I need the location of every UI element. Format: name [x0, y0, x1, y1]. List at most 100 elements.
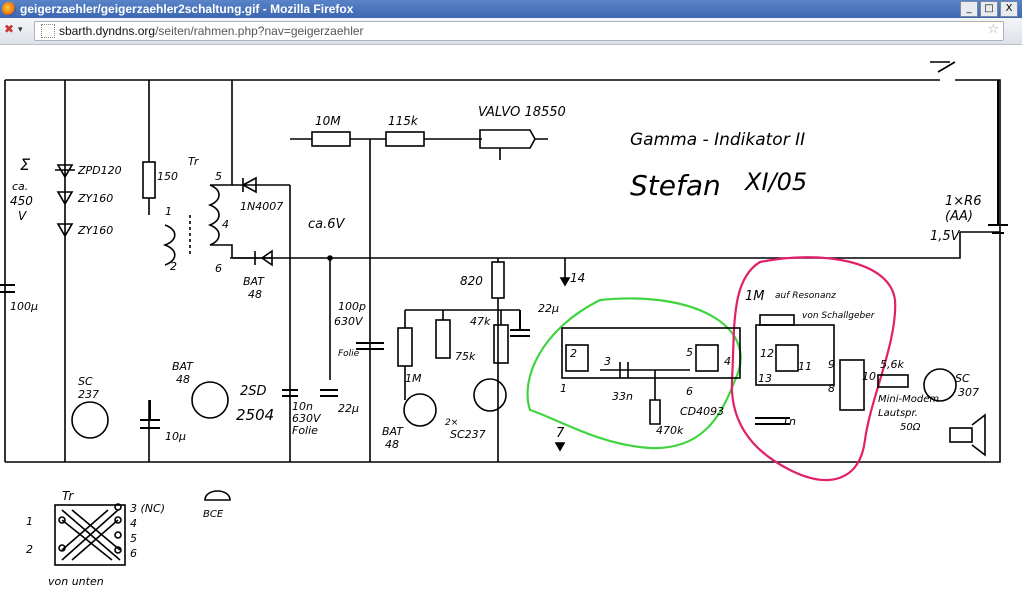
diode-bat48-top-n: 48	[248, 288, 262, 301]
resonance-note-2: von Schallgeber	[802, 311, 876, 321]
page-content: Gamma - Indikator II Stefan XI/05 1×R6 (…	[0, 45, 1022, 606]
res-1m-trim: 1M	[745, 289, 765, 304]
pinout-6: 6	[130, 547, 137, 560]
address-bar[interactable]: sbarth.dyndns.org/seiten/rahmen.php?nav=…	[34, 21, 1004, 41]
pinout-caption: von unten	[48, 575, 104, 588]
res-10m: 10M	[315, 114, 341, 128]
url-path: /seiten/rahmen.php?nav=geigerzaehler	[155, 24, 364, 38]
transformer-label: Tr	[188, 155, 200, 168]
res-820: 820	[460, 274, 483, 288]
window-controls: _ □ X	[960, 1, 1018, 17]
window-title: geigerzaehler/geigerzaehler2schaltung.gi…	[20, 2, 354, 16]
firefox-icon	[2, 2, 16, 16]
cap-100p-type: Folie	[338, 349, 360, 359]
cap-33n: 33n	[612, 390, 633, 403]
tr-pin4: 4	[222, 218, 229, 231]
ic-pin1: 1	[560, 382, 567, 395]
battery-type: (AA)	[945, 209, 973, 224]
tube-label: VALVO 18550	[478, 105, 566, 120]
cap-10n-v: 630V	[292, 412, 322, 425]
cap-22u-a: 22µ	[538, 302, 559, 315]
navigation-bar: ✖ ▾ sbarth.dyndns.org/seiten/rahmen.php?…	[0, 18, 1022, 45]
cap-22u-b: 22µ	[338, 402, 359, 415]
res-5k6: 5,6k	[880, 358, 904, 371]
schematic-title: Gamma - Indikator II	[630, 130, 805, 150]
res-47k: 47k	[470, 315, 491, 328]
speaker-l3: 50Ω	[900, 422, 921, 433]
voltage-node: ca.6V	[308, 217, 346, 232]
diode-bat48-low-n: 48	[385, 438, 399, 451]
ic-pin10: 10	[862, 370, 876, 383]
tr-pin1: 1	[165, 205, 172, 218]
ic-pin9: 9	[828, 358, 835, 371]
pinout-3: 3 (NC)	[130, 502, 165, 515]
zener-d2: ZY160	[77, 192, 113, 205]
title-bar[interactable]: geigerzaehler/geigerzaehler2schaltung.gi…	[0, 0, 1022, 18]
ic-pin11: 11	[798, 360, 812, 373]
tr-pin5: 5	[215, 170, 222, 183]
resonance-note-1: auf Resonanz	[775, 291, 836, 301]
bookmark-star-icon[interactable]: ☆	[987, 22, 999, 37]
ic-pin7: 7	[556, 426, 565, 441]
pinout-tr: Tr	[62, 489, 74, 503]
zener-d3: ZY160	[77, 224, 113, 237]
schematic-date: XI/05	[743, 168, 807, 196]
cap-100u: 100µ	[10, 300, 38, 313]
ic-pin8: 8	[828, 382, 835, 395]
site-identity-icon[interactable]	[41, 24, 55, 38]
speaker-l2: Lautspr.	[878, 408, 918, 419]
cap-100p-v: 630V	[334, 315, 364, 328]
zener-ca: ca.	[12, 180, 28, 193]
tr-pin6: 6	[215, 262, 222, 275]
minimize-button[interactable]: _	[960, 1, 978, 17]
res-1m: 1M	[405, 372, 422, 385]
res-150: 150	[157, 170, 178, 183]
trans-sc307-n: 307	[958, 386, 979, 399]
ic-pin2: 2	[570, 347, 577, 360]
close-button[interactable]: X	[1000, 1, 1018, 17]
signature: Stefan	[630, 169, 721, 202]
tr-pin2: 2	[170, 260, 177, 273]
ic-pin6: 6	[686, 385, 693, 398]
diode-bat48-low: BAT	[382, 425, 404, 438]
ic-pin14: 14	[570, 271, 585, 285]
trans-2sd-n: 2504	[236, 406, 274, 424]
circuit-schematic-image: Gamma - Indikator II Stefan XI/05 1×R6 (…	[0, 61, 1008, 588]
diode-bat48-mid-n: 48	[176, 373, 190, 386]
res-75k: 75k	[455, 350, 476, 363]
battery-label: 1×R6	[945, 194, 981, 209]
cap-10u: 10µ	[165, 430, 186, 443]
ic-pin3: 3	[604, 355, 611, 368]
diode-bat48-mid: BAT	[172, 360, 194, 373]
pinout-4: 4	[130, 517, 137, 530]
speaker-l1: Mini-Modem	[878, 394, 939, 405]
cap-10n: 10n	[292, 400, 313, 413]
trans-2x: 2×	[445, 418, 458, 428]
ic-pin12: 12	[760, 347, 774, 360]
url-text[interactable]: sbarth.dyndns.org/seiten/rahmen.php?nav=…	[59, 24, 364, 38]
stop-icon[interactable]: ✖	[4, 22, 15, 36]
cap-1n: 1n	[782, 415, 796, 428]
trans-sc307: SC	[955, 372, 970, 385]
cap-100p: 100p	[338, 300, 366, 313]
zener-volts: 450	[10, 194, 33, 208]
pinout-2: 2	[26, 543, 33, 556]
dropdown-icon[interactable]: ▾	[18, 25, 23, 35]
ic-name: CD4093	[680, 405, 724, 418]
pinout-bce: BCE	[203, 509, 224, 520]
ic-pin5: 5	[686, 346, 693, 359]
ic-pin4: 4	[724, 355, 731, 368]
res-470k: 470k	[656, 424, 684, 437]
trans-2sd: 2SD	[240, 384, 267, 399]
zener-unit: V	[18, 209, 27, 223]
cap-10n-type: Folie	[292, 424, 318, 437]
trans-sc237: SC	[78, 375, 93, 388]
maximize-button[interactable]: □	[980, 1, 998, 17]
ic-pin13: 13	[758, 372, 772, 385]
pinout-5: 5	[130, 532, 137, 545]
res-115k: 115k	[388, 114, 419, 128]
pinout-1: 1	[26, 515, 33, 528]
trans-2x-type: SC237	[450, 428, 486, 441]
zener-d1: ZPD120	[77, 164, 122, 177]
